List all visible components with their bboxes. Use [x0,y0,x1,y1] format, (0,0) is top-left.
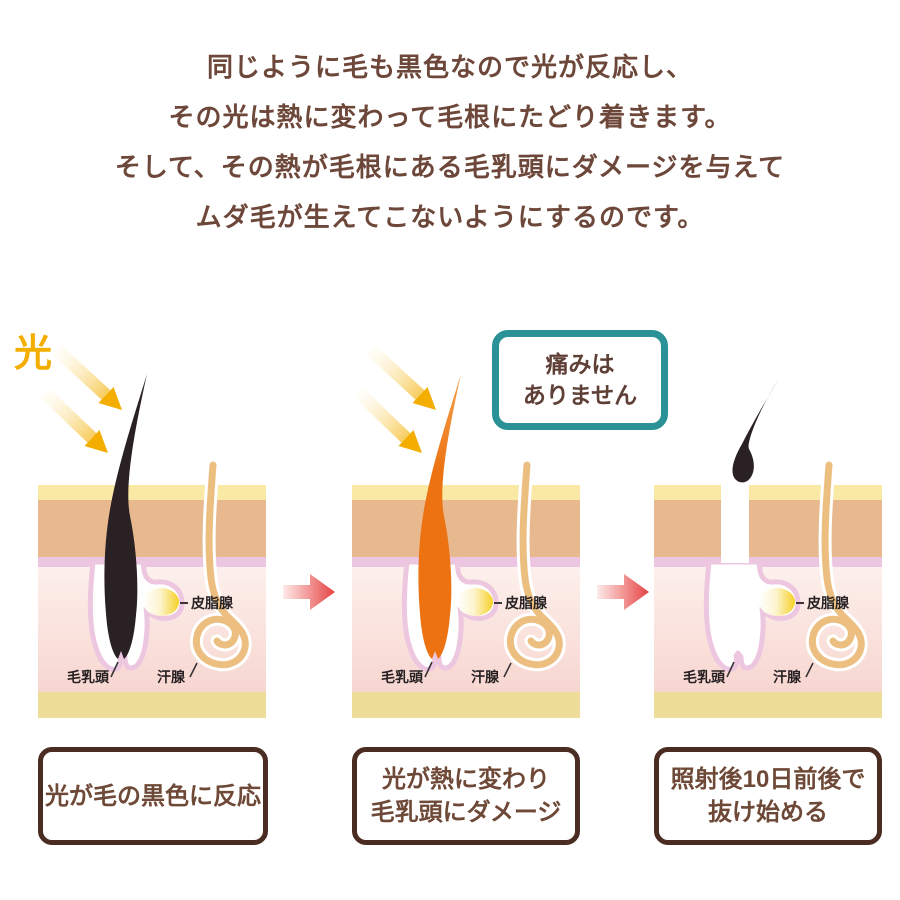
hair-papilla-label: 毛乳頭 [67,669,110,685]
sweat-gland-label: 汗腺 [773,669,802,685]
hair-papilla-label: 毛乳頭 [683,669,726,685]
panel3-caption: 照射後10日前後で 抜け始める [654,747,882,845]
transition-arrow-icon [597,574,649,610]
sweat-gland [503,458,566,672]
light-arrows [354,345,436,453]
heated-hair [418,374,461,659]
empty-hair-follicle [703,483,801,672]
intro-line: そして、その熱が毛根にある毛乳頭にダメージを与えて [114,152,786,182]
intro-line: その光は熱に変わって毛根にたどり着きます。 [168,102,732,132]
sebaceous-gland-label: 皮脂腺 [190,595,234,611]
panel1-skin-illustration: 皮脂腺 毛乳頭 汗腺 [38,345,266,718]
pain-callout: 痛みは ありません [492,330,668,430]
caption-line: 抜け始める [708,799,828,826]
sweat-gland-label: 汗腺 [157,669,186,685]
black-hair [104,374,147,659]
caption-line: 光が熱に変わり [382,766,550,793]
sebaceous-gland-label: 皮脂腺 [504,595,548,611]
caption-line: 照射後10日前後で [670,766,866,793]
sweat-gland-label: 汗腺 [471,669,500,685]
pain-callout-line: ありません [522,382,638,408]
panel1-caption: 光が毛の黒色に反応 [38,747,268,845]
intro-text: 同じように毛も黒色なので光が反応し、 その光は熱に変わって毛根にたどり着きます。… [0,42,900,242]
intro-line: ムダ毛が生えてこないようにするのです。 [195,202,705,232]
light-label: 光 [14,333,53,375]
sweat-gland [805,458,868,672]
anatomy-labels: 皮脂腺 毛乳頭 汗腺 [67,595,234,685]
anatomy-labels: 皮脂腺 毛乳頭 汗腺 [683,595,850,685]
sebaceous-gland-label: 皮脂腺 [806,595,850,611]
transition-arrow-icon [283,574,335,610]
pain-callout-line: 痛みは [545,351,615,377]
sebaceous-gland [759,588,795,616]
detached-hair [732,380,778,483]
intro-line: 同じように毛も黒色なので光が反応し、 [206,52,693,82]
panel2-skin-illustration: 皮脂腺 毛乳頭 汗腺 [352,345,580,718]
hair-papilla-label: 毛乳頭 [381,669,424,685]
panel3-skin-illustration: 皮脂腺 毛乳頭 汗腺 [654,380,882,718]
light-arrows [40,345,122,453]
panel2-caption: 光が熱に変わり 毛乳頭にダメージ [352,747,580,845]
sweat-gland [189,458,252,672]
caption-line: 毛乳頭にダメージ [370,799,562,826]
sebaceous-gland [143,588,179,616]
anatomy-labels: 皮脂腺 毛乳頭 汗腺 [381,595,548,685]
sebaceous-gland [457,588,493,616]
caption-line: 光が毛の黒色に反応 [45,782,261,810]
